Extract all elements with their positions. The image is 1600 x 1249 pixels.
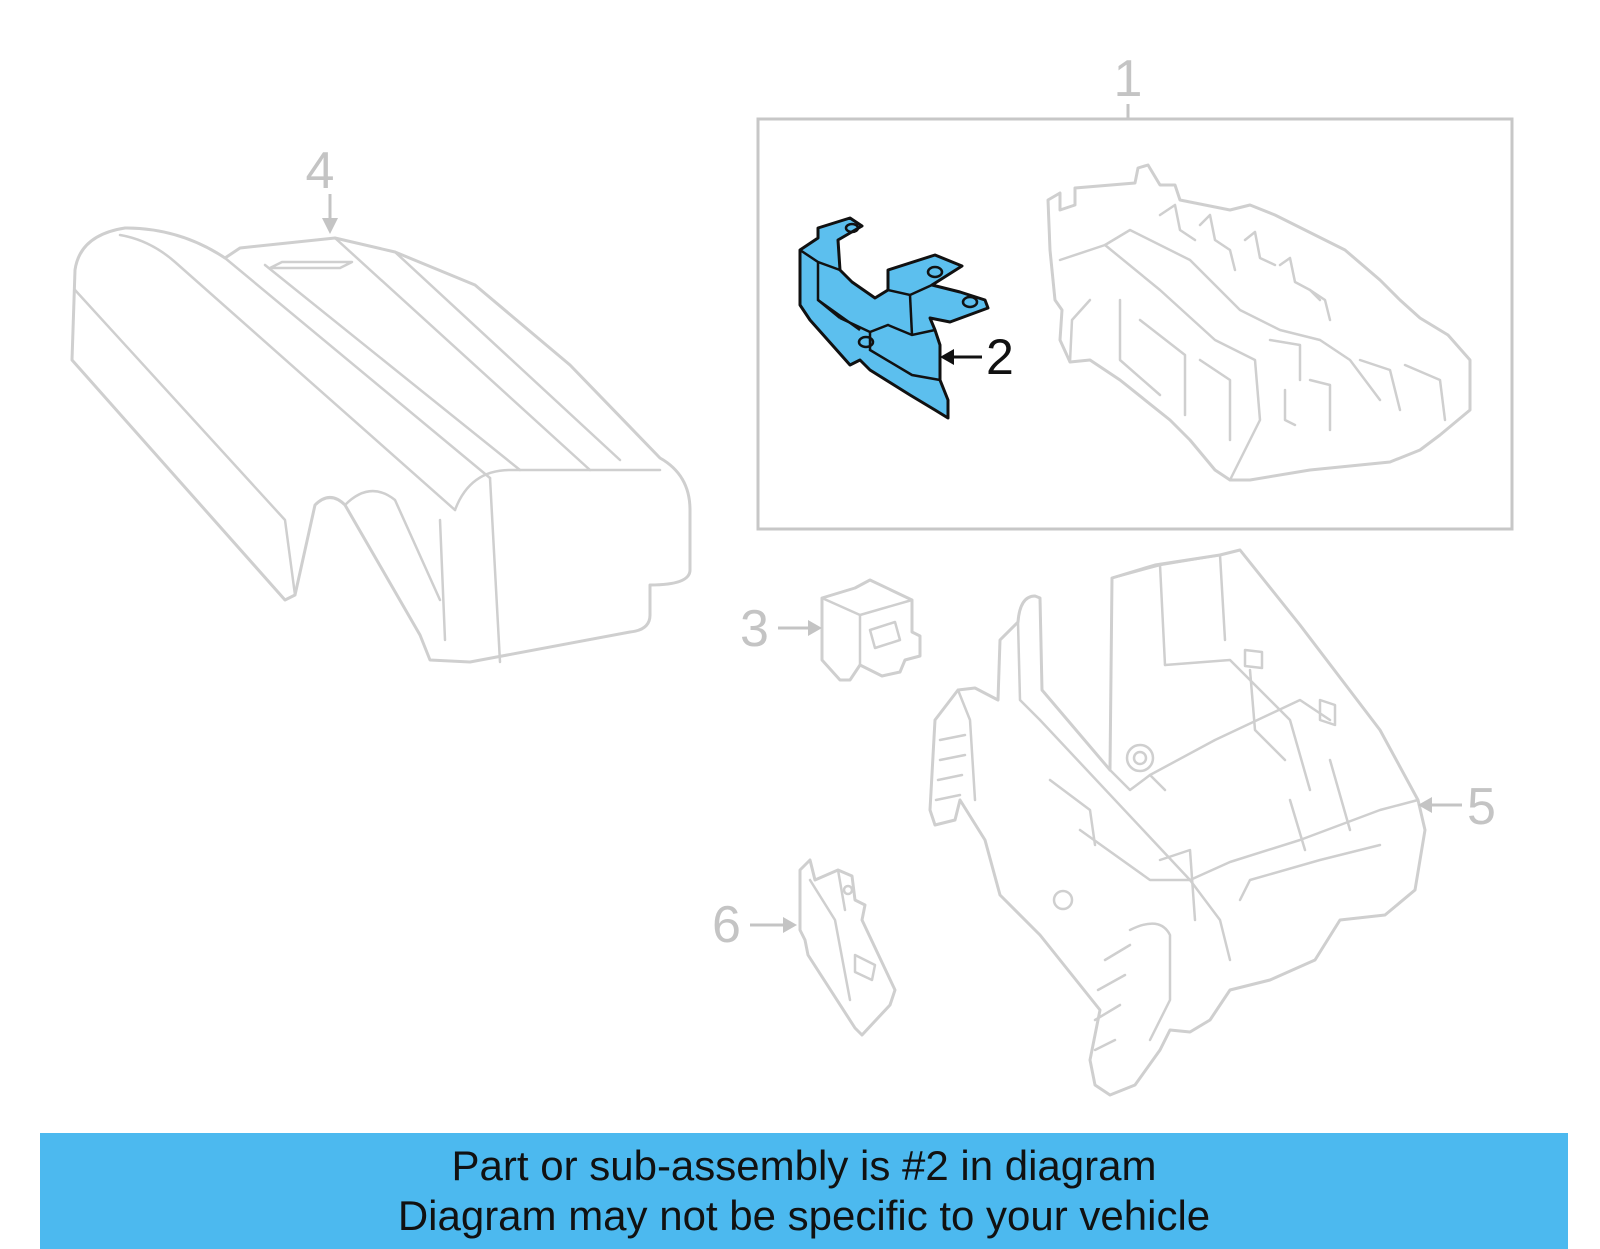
callout-2: 2 [940, 329, 1014, 385]
banner-line-1: Part or sub-assembly is #2 in diagram [451, 1142, 1157, 1189]
callout-4-arrow-icon [322, 218, 338, 234]
callout-6-arrow-icon [783, 917, 797, 933]
part-1-assembly-frame [756, 117, 1514, 531]
part-1-fuse-block[interactable] [1046, 163, 1472, 482]
callout-5-label: 5 [1467, 778, 1496, 836]
callout-5-arrow-icon [1418, 797, 1432, 813]
callout-1: 1 [1114, 50, 1143, 118]
callout-4: 4 [306, 142, 338, 234]
callout-1-label: 1 [1114, 50, 1143, 108]
callout-2-arrow-icon [940, 349, 954, 365]
callout-6: 6 [712, 896, 797, 954]
callout-3: 3 [740, 600, 822, 658]
callout-4-label: 4 [306, 142, 335, 200]
part-4-cover[interactable] [70, 226, 692, 664]
part-3-relay[interactable] [820, 578, 922, 682]
part-2-bracket[interactable] [798, 216, 990, 420]
callout-5: 5 [1418, 778, 1496, 836]
callout-6-label: 6 [712, 896, 741, 954]
part-6-bracket[interactable] [798, 858, 897, 1037]
callout-3-label: 3 [740, 600, 769, 658]
callout-2-label: 2 [986, 329, 1014, 385]
info-banner: Part or sub-assembly is #2 in diagram Di… [40, 1133, 1568, 1249]
banner-line-2: Diagram may not be specific to your vehi… [397, 1192, 1211, 1239]
part-5-housing[interactable] [928, 548, 1427, 1097]
callout-3-arrow-icon [808, 620, 822, 636]
